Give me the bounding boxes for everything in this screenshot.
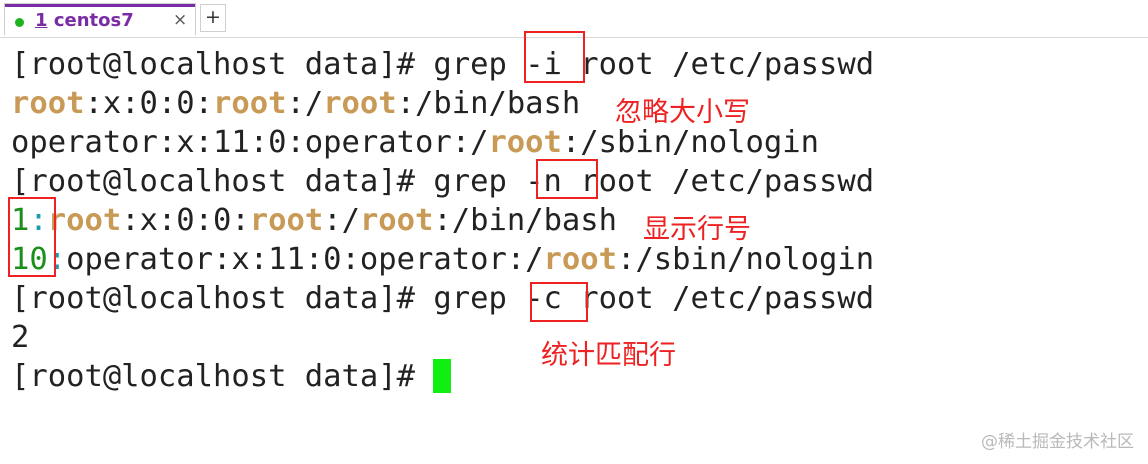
- match-highlight: root: [323, 86, 397, 121]
- match-highlight: root: [359, 203, 434, 238]
- output-text: :x:0:0:: [121, 203, 250, 238]
- new-tab-button[interactable]: +: [200, 4, 226, 32]
- annotation-ignore-case: 忽略大小写: [615, 97, 750, 128]
- line-number: 10: [11, 242, 48, 277]
- line-number-separator: :: [47, 242, 67, 277]
- output-text: :/sbin/nologin: [561, 125, 819, 160]
- annotation-box-line-number-flag: [536, 159, 598, 199]
- annotation-count-matches: 统计匹配行: [541, 340, 676, 371]
- output-text: :/sbin/nologin: [617, 242, 875, 277]
- terminal-line-1: [root@localhost data]# grep -i root /etc…: [11, 45, 874, 84]
- tab-centos7[interactable]: 1 centos7 ×: [4, 3, 196, 35]
- terminal-line-9: [root@localhost data]#: [11, 357, 452, 396]
- output-text: operator:x:11:0:operator:/: [66, 242, 544, 277]
- terminal-line-8: 2: [11, 318, 29, 357]
- connection-status-dot-icon: [15, 18, 24, 27]
- tab-name: centos7: [53, 10, 134, 31]
- match-highlight: root: [249, 203, 324, 238]
- text-cursor: [433, 358, 452, 393]
- close-icon[interactable]: ×: [173, 10, 188, 30]
- terminal-line-4: [root@localhost data]# grep -n root /etc…: [11, 162, 874, 201]
- line-number-separator: :: [29, 203, 48, 238]
- shell-prompt: [root@localhost data]#: [11, 359, 415, 394]
- count-output: 2: [11, 320, 30, 355]
- tab-bar-divider: [0, 37, 1148, 38]
- output-text: :/: [323, 203, 360, 238]
- annotation-box-ignore-case-flag: [524, 31, 585, 83]
- terminal-line-7: [root@localhost data]# grep -c root /etc…: [11, 279, 874, 318]
- watermark: @稀土掘金技术社区: [981, 432, 1134, 452]
- annotation-box-line-numbers: [8, 197, 56, 277]
- match-highlight: root: [543, 242, 617, 277]
- terminal-line-2: root:x:0:0:root:/root:/bin/bash: [11, 84, 580, 123]
- line-number: 1: [11, 203, 30, 238]
- tab-number: 1: [35, 10, 48, 31]
- terminal-line-5: 1:root:x:0:0:root:/root:/bin/bash: [11, 201, 617, 240]
- output-text: :x:0:0:: [84, 86, 213, 121]
- command-args: root /etc/passwd: [580, 164, 875, 199]
- output-text: :/bin/bash: [396, 86, 581, 121]
- shell-prompt: [root@localhost data]#: [11, 281, 415, 316]
- terminal-screen[interactable]: [root@localhost data]# grep -i root /etc…: [0, 40, 1148, 464]
- annotation-show-line-numbers: 显示行号: [643, 214, 751, 245]
- tab-active-indicator: [5, 4, 195, 7]
- match-highlight: root: [47, 203, 122, 238]
- annotation-box-count-flag: [530, 282, 588, 322]
- terminal-line-6: 10:operator:x:11:0:operator:/root:/sbin/…: [11, 240, 874, 279]
- command-name: grep: [433, 281, 507, 316]
- command-args: root /etc/passwd: [580, 47, 875, 82]
- output-text: :/: [286, 86, 324, 121]
- command-args: root /etc/passwd: [580, 281, 875, 316]
- terminal-line-3: operator:x:11:0:operator:/root:/sbin/nol…: [11, 123, 819, 162]
- command-flag: -n: [525, 164, 562, 199]
- match-highlight: root: [488, 125, 562, 160]
- command-name: grep: [433, 47, 507, 82]
- output-text: operator:x:11:0:operator:/: [11, 125, 489, 160]
- shell-prompt: [root@localhost data]#: [11, 47, 415, 82]
- match-highlight: root: [213, 86, 287, 121]
- match-highlight: root: [11, 86, 85, 121]
- command-name: grep: [433, 164, 507, 199]
- output-text: :/bin/bash: [433, 203, 618, 238]
- shell-prompt: [root@localhost data]#: [11, 164, 415, 199]
- command-flag: -i: [525, 47, 562, 82]
- tab-title: 1 centos7: [35, 10, 134, 31]
